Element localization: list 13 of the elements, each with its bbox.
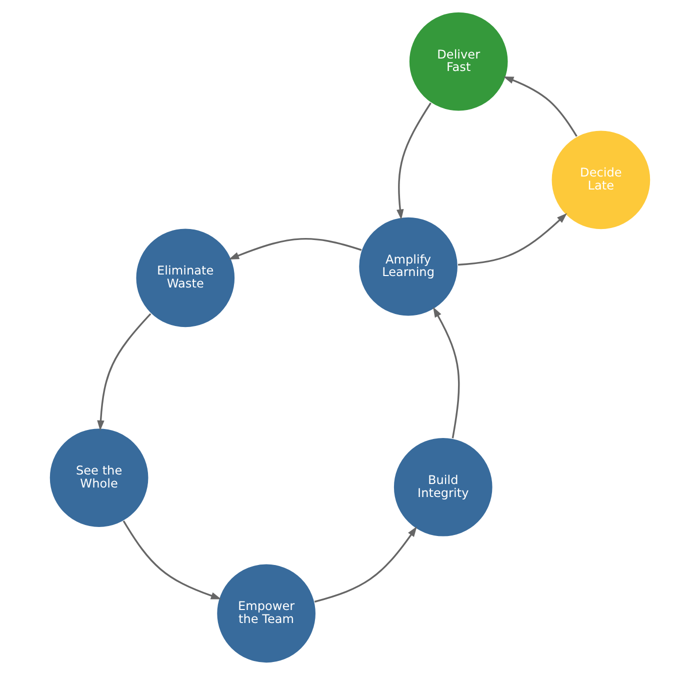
arrow: [122, 520, 222, 600]
arrow: [458, 213, 568, 266]
node-circle: Eliminate Waste: [135, 228, 236, 328]
node-circle: Decide Late: [550, 130, 651, 230]
arrow: [396, 102, 432, 220]
arrow: [228, 238, 362, 260]
node-circle: Deliver Fast: [408, 12, 509, 112]
arrow: [97, 313, 152, 431]
arrow: [432, 306, 460, 438]
node-circle: Empower the Team: [216, 563, 316, 664]
node-circle: See the Whole: [49, 428, 150, 528]
arrow: [503, 76, 578, 137]
arrow: [314, 526, 417, 603]
